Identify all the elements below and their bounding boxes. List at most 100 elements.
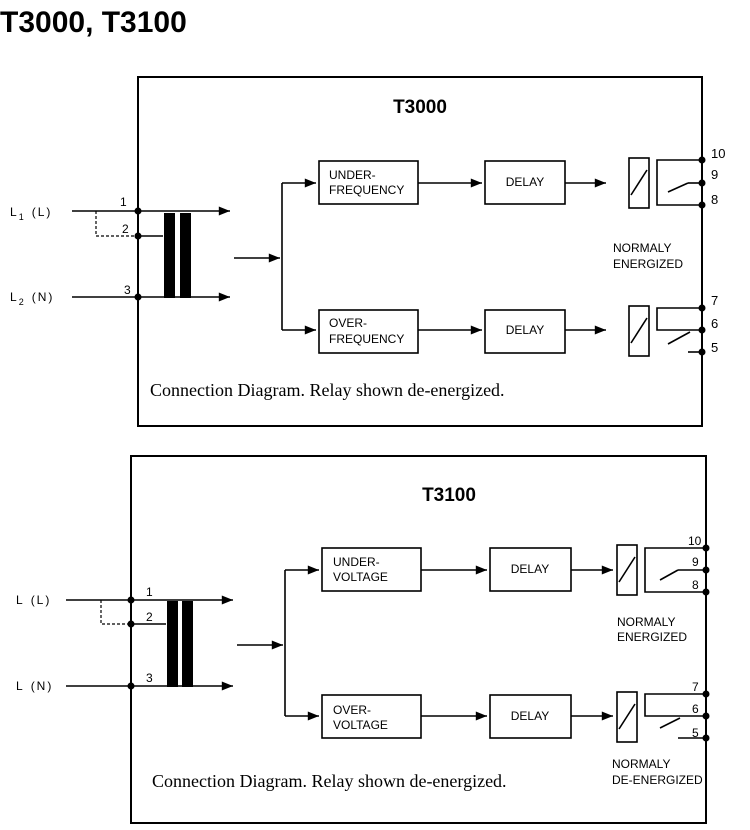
t3100-lower-state-line1: NORMALY bbox=[612, 757, 670, 771]
t3000-frame bbox=[137, 76, 703, 427]
t3100-overvoltage-block bbox=[321, 694, 422, 739]
t3100-terminal-6 bbox=[702, 712, 710, 720]
t3100-l1-letter: L bbox=[16, 593, 25, 607]
t3100-input-l2-label: L (N) bbox=[16, 679, 53, 693]
t3100-title: T3100 bbox=[422, 485, 476, 506]
t3100-caption: Connection Diagram. Relay shown de-energ… bbox=[152, 771, 507, 791]
t3100-terminal-8-label: 8 bbox=[692, 578, 699, 592]
t3100-terminal-3-label: 3 bbox=[146, 671, 153, 685]
t3000-input-l1-label: L1 (L) bbox=[10, 205, 52, 222]
t3000-jumper bbox=[95, 211, 138, 237]
t3000-terminal-7-label: 7 bbox=[711, 293, 718, 308]
t3000-lower-contact-arm bbox=[667, 331, 691, 345]
t3100-upper-delay-label: DELAY bbox=[511, 562, 549, 576]
t3100-l2-letter: L bbox=[16, 679, 25, 693]
t3100-terminal-9 bbox=[702, 566, 710, 574]
t3000-upper-contact-arm bbox=[667, 182, 689, 193]
t3100-upper-block-line1: UNDER- bbox=[333, 555, 380, 569]
t3000-upper-coil-slash bbox=[630, 169, 648, 196]
t3000-terminal-2-label: 2 bbox=[122, 222, 129, 236]
t3100-upper-block-line2: VOLTAGE bbox=[333, 570, 388, 584]
svg-text:L2(N): L2 (N) bbox=[10, 290, 54, 307]
t3100-diagram: T3100 L (L) L (N) 1 2 3 UNDER- VOLTAGE DEL… bbox=[16, 455, 710, 824]
t3000-terminal-1 bbox=[134, 207, 142, 215]
t3000-overfrequency-block bbox=[318, 309, 419, 354]
t3100-upper-state-line1: NORMALY bbox=[617, 615, 675, 629]
t3000-terminal-5-label: 5 bbox=[711, 340, 718, 355]
t3100-terminal-9-label: 9 bbox=[692, 555, 699, 569]
t3100-lower-contact-wires bbox=[644, 693, 706, 717]
t3100-terminal-2 bbox=[127, 620, 135, 628]
t3100-terminal-10-label: 10 bbox=[688, 534, 702, 548]
t3000-diagram: T3000 L1(L) L2(N) 1 2 3 UNDER- FREQUENCY bbox=[10, 76, 725, 427]
t3000-upper-delay-label: DELAY bbox=[506, 175, 544, 189]
t3000-terminal-3 bbox=[134, 293, 142, 301]
t3100-upper-contact-wires bbox=[644, 547, 706, 593]
t3000-lower-coil-slash bbox=[630, 317, 648, 344]
t3100-undervoltage-block bbox=[321, 547, 422, 592]
t3000-caption: Connection Diagram. Relay shown de-energ… bbox=[150, 380, 505, 400]
t3000-l1-letter: L bbox=[10, 205, 19, 219]
t3000-title: T3000 bbox=[393, 97, 447, 118]
t3100-transformer-core-left bbox=[167, 601, 178, 687]
t3100-terminal-1 bbox=[127, 596, 135, 604]
t3100-lower-block-line2: VOLTAGE bbox=[333, 718, 388, 732]
t3000-l1-sub: 1 bbox=[19, 212, 26, 222]
t3000-terminal-7 bbox=[698, 304, 706, 312]
t3000-upper-state-line1: NORMALY bbox=[613, 241, 671, 255]
t3000-terminal-5 bbox=[698, 348, 706, 356]
t3000-transformer-core-left bbox=[164, 213, 175, 298]
t3000-terminal-8-label: 8 bbox=[711, 192, 718, 207]
t3000-upper-contact-wires bbox=[656, 159, 702, 206]
t3000-l2-sub: 2 bbox=[19, 297, 26, 307]
t3000-terminal-10 bbox=[698, 156, 706, 164]
t3100-terminal-2-label: 2 bbox=[146, 610, 153, 624]
t3000-upper-state-line2: ENERGIZED bbox=[613, 257, 683, 271]
t3100-lower-delay-label: DELAY bbox=[511, 709, 549, 723]
t3100-terminal-7 bbox=[702, 690, 710, 698]
t3100-terminal-1-label: 1 bbox=[146, 585, 153, 599]
t3000-lower-block-line1: OVER- bbox=[329, 316, 367, 330]
t3100-upper-state-line2: ENERGIZED bbox=[617, 630, 687, 644]
t3000-lower-delay-block bbox=[484, 309, 566, 354]
t3100-lower-contact-arm bbox=[659, 717, 681, 729]
t3100-lower-block-line1: OVER- bbox=[333, 703, 371, 717]
t3000-terminal-9 bbox=[698, 179, 706, 187]
t3000-lower-delay-label: DELAY bbox=[506, 323, 544, 337]
t3100-terminal-10 bbox=[702, 544, 710, 552]
t3100-lower-state-line2: DE-ENERGIZED bbox=[612, 773, 703, 787]
t3000-terminal-8 bbox=[698, 201, 706, 209]
t3100-l2-paren: (N) bbox=[31, 679, 54, 693]
t3000-upper-block-line2: FREQUENCY bbox=[329, 183, 404, 197]
t3100-upper-coil-slash bbox=[618, 556, 636, 583]
t3000-l2-paren: (N) bbox=[32, 290, 55, 304]
page-title: T3000, T3100 bbox=[0, 6, 187, 39]
t3100-l1-paren: (L) bbox=[31, 593, 52, 607]
svg-text:L1(L): L1 (L) bbox=[10, 205, 52, 222]
t3000-upper-delay-block bbox=[484, 160, 566, 205]
t3100-terminal-3 bbox=[127, 682, 135, 690]
t3000-terminal-6 bbox=[698, 326, 706, 334]
t3000-terminal-9-label: 9 bbox=[711, 167, 718, 182]
t3000-terminal-1-label: 1 bbox=[120, 195, 127, 209]
t3000-terminal-2 bbox=[134, 232, 142, 240]
t3000-underfrequency-block bbox=[318, 160, 419, 205]
t3000-lower-contact-wires bbox=[656, 307, 702, 331]
t3000-transformer-core-right bbox=[180, 213, 191, 298]
t3000-terminal-6-label: 6 bbox=[711, 316, 718, 331]
t3000-l2-letter: L bbox=[10, 290, 19, 304]
t3000-lower-block-line2: FREQUENCY bbox=[329, 332, 404, 346]
t3000-l1-paren: (L) bbox=[32, 205, 53, 219]
t3100-terminal-5-label: 5 bbox=[692, 726, 699, 740]
t3100-jumper bbox=[100, 600, 131, 625]
t3000-upper-block-line1: UNDER- bbox=[329, 168, 376, 182]
t3000-terminal-10-label: 10 bbox=[711, 146, 725, 161]
t3100-upper-contact-arm bbox=[659, 569, 679, 581]
t3100-upper-delay-block bbox=[489, 547, 572, 592]
t3100-transformer-core-right bbox=[182, 601, 193, 687]
t3100-terminal-5 bbox=[702, 734, 710, 742]
t3000-terminal-3-label: 3 bbox=[124, 283, 131, 297]
t3100-frame bbox=[130, 455, 707, 824]
t3100-input-l1-label: L (L) bbox=[16, 593, 51, 607]
